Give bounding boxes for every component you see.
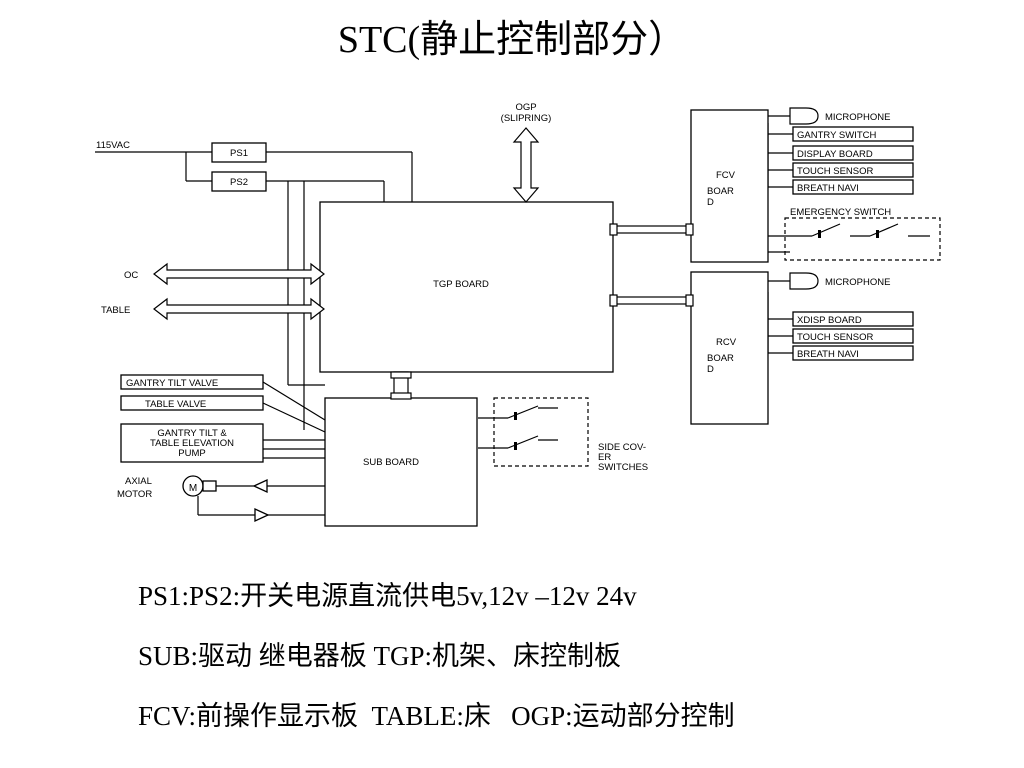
fcv-board-label-3: D	[707, 197, 714, 208]
fcv-breath-navi-box	[792, 179, 914, 195]
rcv-microphone-label: MICROPHONE	[825, 277, 890, 288]
display-board-label: DISPLAY BOARD	[797, 149, 873, 160]
gantry-tilt-valve-box	[120, 374, 264, 390]
note-line-1: PS1:PS2:开关电源直流供电5v,12v –12v 24v	[138, 581, 637, 611]
table-valve-box	[120, 395, 264, 411]
side-cover-label-1: SIDE COV-	[598, 442, 646, 453]
ogp-double-arrow-icon	[512, 127, 540, 203]
side-cover-label-2: ER	[598, 452, 611, 463]
dashed-groups	[493, 217, 941, 467]
ps2-box	[211, 171, 267, 192]
rcv-touch-sensor-label: TOUCH SENSOR	[797, 332, 874, 343]
note-line-3: FCV:前操作显示板 TABLE:床 OGP:运动部分控制	[138, 701, 735, 731]
tgp-fcv-connector	[612, 225, 692, 234]
sub-board-box	[324, 397, 478, 527]
pump-label-3: PUMP	[178, 448, 205, 459]
side-cover-box	[493, 397, 589, 467]
motor-arrow-right-icon	[254, 507, 270, 523]
rcv-board-label-1: RCV	[716, 337, 737, 348]
sub-board-label: SUB BOARD	[363, 457, 419, 468]
page-title: STC(静止控制部分）	[337, 19, 687, 61]
emergency-switch-label: EMERGENCY SWITCH	[790, 207, 891, 218]
rcv-board-label-3: D	[707, 364, 714, 375]
fcv-breath-navi-label: BREATH NAVI	[797, 183, 859, 194]
fcv-board-label-1: FCV	[716, 170, 736, 181]
gantry-switch-label: GANTRY SWITCH	[797, 130, 876, 141]
fcv-board-label-2: BOAR	[707, 186, 734, 197]
xdisp-board-label: XDISP BOARD	[797, 315, 862, 326]
gantry-tilt-valve-label: GANTRY TILT VALVE	[126, 378, 218, 389]
oc-label: OC	[124, 270, 138, 281]
fcv-microphone-icon	[789, 107, 819, 125]
ps1-box	[211, 142, 267, 163]
fcv-touch-sensor-box	[792, 162, 914, 178]
rcv-breath-navi-box	[792, 345, 914, 361]
rcv-board-label-2: BOAR	[707, 353, 734, 364]
display-board-box	[792, 145, 914, 161]
emergency-switch-box	[784, 217, 941, 261]
xdisp-board-box	[792, 311, 914, 327]
ogp-sublabel: (SLIPRING)	[501, 113, 552, 124]
note-line-2: SUB:驱动 继电器板 TGP:机架、床控制板	[138, 641, 622, 671]
pump-label-2: TABLE ELEVATION	[150, 438, 234, 449]
table-valve-label: TABLE VALVE	[145, 399, 206, 410]
gantry-switch-box	[792, 126, 914, 142]
axial-motor-label-2: MOTOR	[117, 489, 152, 500]
tgp-rcv-connector	[612, 296, 692, 305]
fcv-board-box	[690, 109, 769, 263]
oc-double-arrow-icon	[153, 262, 325, 286]
motor-arrow-left-icon	[252, 478, 268, 494]
motor-symbol: M	[189, 483, 197, 494]
pump-box	[120, 423, 264, 463]
pump-label-1: GANTRY TILT &	[157, 428, 227, 439]
table-label: TABLE	[101, 305, 130, 316]
side-cover-label-3: SWITCHES	[598, 462, 648, 473]
block-diagram: 115VAC PS1 PS2 OGP (SLIPRING) OC TABLE T…	[95, 102, 941, 527]
ps2-label: PS2	[230, 177, 248, 188]
power-input-label: 115VAC	[96, 140, 130, 151]
rcv-touch-sensor-box	[792, 328, 914, 344]
rcv-breath-navi-label: BREATH NAVI	[797, 349, 859, 360]
fcv-microphone-label: MICROPHONE	[825, 112, 890, 123]
ps1-label: PS1	[230, 148, 248, 159]
rcv-board-box	[690, 271, 769, 425]
tgp-board-label: TGP BOARD	[433, 279, 489, 290]
table-double-arrow-icon	[153, 297, 325, 321]
axial-motor-label-1: AXIAL	[125, 476, 152, 487]
tgp-board-box	[319, 201, 614, 373]
fcv-touch-sensor-label: TOUCH SENSOR	[797, 166, 874, 177]
ogp-label: OGP	[515, 102, 536, 113]
rcv-microphone-icon	[789, 272, 819, 290]
